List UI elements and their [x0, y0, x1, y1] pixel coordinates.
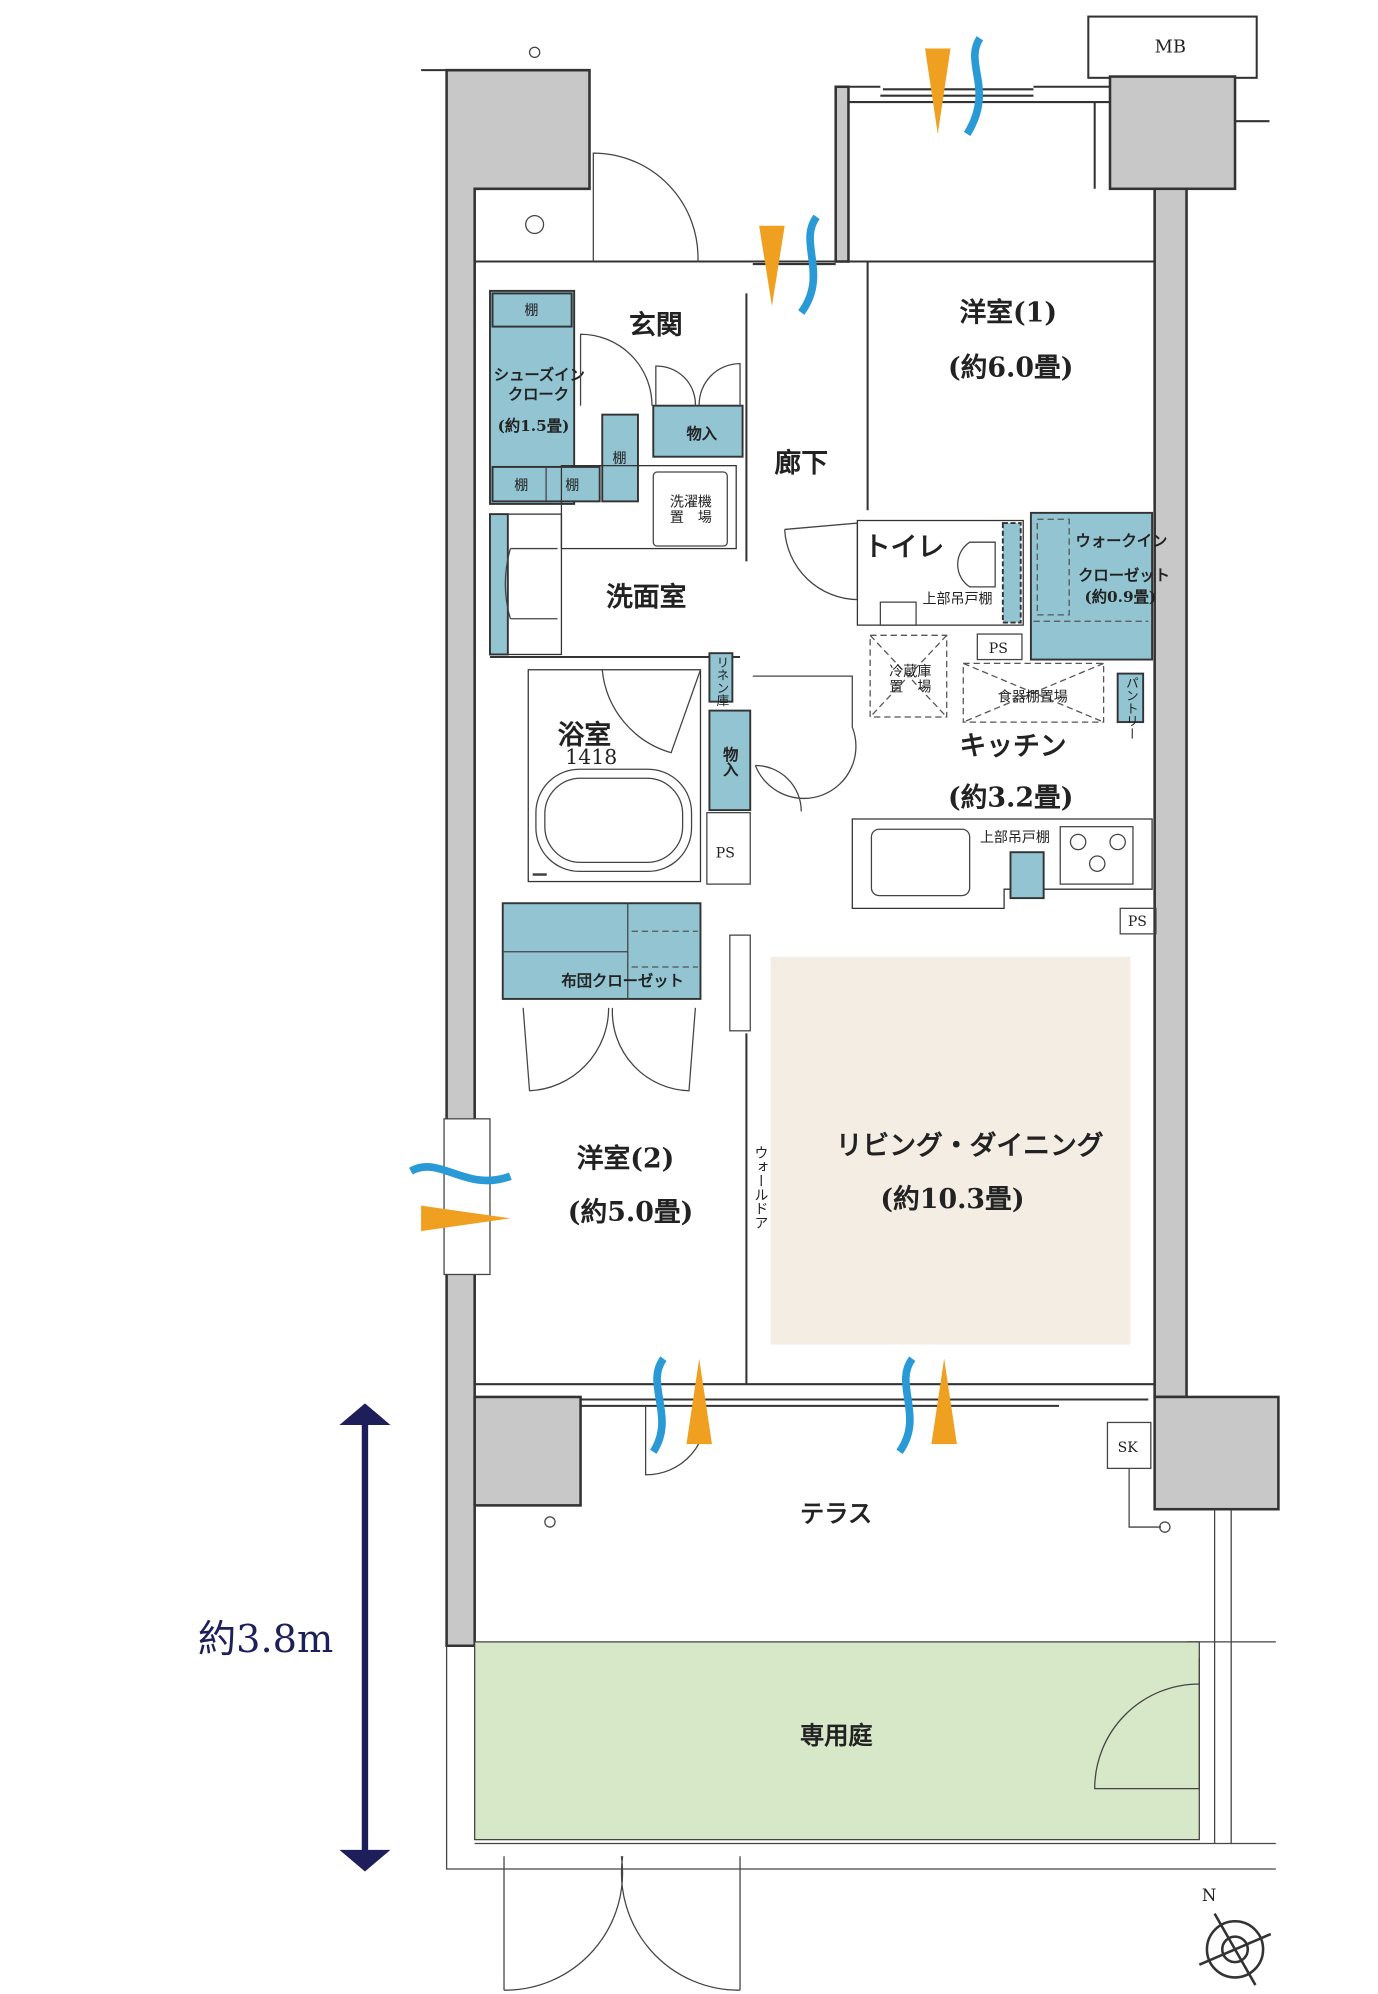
airflow-in-icon: [686, 1358, 712, 1445]
shoe-closet-size: (約1.5畳): [498, 417, 570, 435]
wall-door-label: ウォールドア: [752, 1146, 768, 1230]
pantry-label: パントリー: [1123, 676, 1138, 740]
airflow-in-icon: [925, 48, 951, 134]
shoe-closet-label: クローク: [508, 385, 569, 403]
structural-walls: [421, 46, 1280, 1647]
bedroom1-label: 洋室(1): [959, 296, 1057, 328]
living-dining: リビング・ダイニング (約10.3畳): [770, 956, 1131, 1345]
wic-label: ウォークイン: [1076, 532, 1168, 550]
fridge-label: 置 場: [889, 679, 931, 695]
bedroom1-size: (約6.0畳): [948, 351, 1073, 383]
storage-label: 物入: [686, 425, 717, 443]
kitchen-label: キッチン: [959, 731, 1066, 762]
storage-label: 物入: [721, 746, 739, 778]
shelf-label: 棚: [514, 478, 528, 494]
kitchen: PS 冷蔵庫 置 場 食器棚置場 パントリー キッチン (約3.2畳) 上部吊戸…: [851, 633, 1157, 935]
upper-cabinet-label: 上部吊戸棚: [922, 591, 992, 607]
ps-label: PS: [1128, 914, 1147, 930]
airflow-in-icon: [421, 1205, 511, 1232]
fridge-label: 冷蔵庫: [889, 664, 931, 680]
shelf-label: 棚: [565, 478, 579, 494]
bathroom-label: 浴室: [558, 719, 612, 751]
wic-label: クローゼット: [1078, 566, 1170, 584]
bathroom: 浴室 1418: [527, 669, 702, 883]
upper-cabinet-label: 上部吊戸棚: [980, 830, 1050, 846]
washroom: 洗面室: [489, 513, 741, 659]
washer-label: 洗濯機: [670, 494, 712, 510]
terrace-label: テラス: [800, 1499, 872, 1528]
shelf-label: 棚: [612, 451, 626, 467]
sink-sk: SK: [1106, 1421, 1162, 1528]
living-size: (約10.3畳): [880, 1183, 1024, 1215]
entrance-label: 玄関: [629, 309, 683, 341]
airflow-in-icon: [931, 1358, 957, 1445]
private-garden: 専用庭: [445, 1509, 1276, 1991]
futon-closet-label: 布団クローゼット: [561, 972, 683, 990]
garden-label: 専用庭: [800, 1721, 873, 1750]
futon-closet: 布団クローゼット: [501, 902, 702, 1092]
washer-space: 洗濯機 置 場: [652, 471, 728, 547]
airflow-out-icon: [963, 36, 984, 136]
bedroom2-size: (約5.0畳): [568, 1196, 694, 1228]
bedroom2-label: 洋室(2): [577, 1142, 675, 1174]
ps-label: PS: [989, 641, 1008, 657]
shelf-label: 棚: [524, 303, 538, 319]
storage-hall: 物入 PS: [706, 675, 857, 885]
north-label: N: [1202, 1886, 1217, 1905]
ventilation-indicators: [409, 36, 984, 1455]
airflow-out-icon: [896, 1356, 916, 1455]
airflow-out-icon: [409, 1163, 512, 1185]
entrance-door[interactable]: [592, 152, 699, 262]
airflow-in-icon: [759, 225, 785, 307]
washroom-label: 洗面室: [606, 581, 686, 613]
living-floor: [770, 956, 1131, 1345]
linen-closet: リネン庫: [708, 652, 734, 707]
dimension-indicator: 約3.8m: [198, 1403, 391, 1872]
bath-size-label: 1418: [565, 745, 617, 769]
north-compass-icon: N: [1198, 1886, 1272, 1986]
mb-label: MB: [1155, 36, 1186, 57]
washer-label: 置 場: [670, 510, 712, 526]
linen-label: リネン庫: [713, 656, 728, 707]
toilet-label: トイレ: [864, 532, 944, 563]
cupboard-label: 食器棚置場: [998, 689, 1068, 706]
living-label: リビング・ダイニング: [836, 1130, 1104, 1162]
walk-in-closet: ウォークイン クローゼット (約0.9畳): [1029, 511, 1170, 661]
hallway-label: 廊下: [774, 447, 828, 479]
dimension-label: 約3.8m: [198, 1617, 333, 1662]
shoe-in-closet: 棚 棚 棚 棚 シューズイン クローク (約1.5畳): [489, 289, 639, 505]
sk-label: SK: [1118, 1440, 1139, 1456]
shoe-closet-label: シューズイン: [494, 366, 585, 384]
kitchen-size: (約3.2畳): [948, 781, 1073, 813]
ps-label: PS: [716, 845, 735, 861]
meter-box: MB: [1087, 15, 1258, 79]
toilet-room: トイレ 上部吊戸棚: [856, 519, 1024, 626]
storage-entrance: 物入: [652, 362, 744, 458]
airflow-out-icon: [649, 1356, 667, 1454]
wic-size: (約0.9畳): [1084, 588, 1156, 606]
airflow-out-icon: [798, 214, 820, 315]
